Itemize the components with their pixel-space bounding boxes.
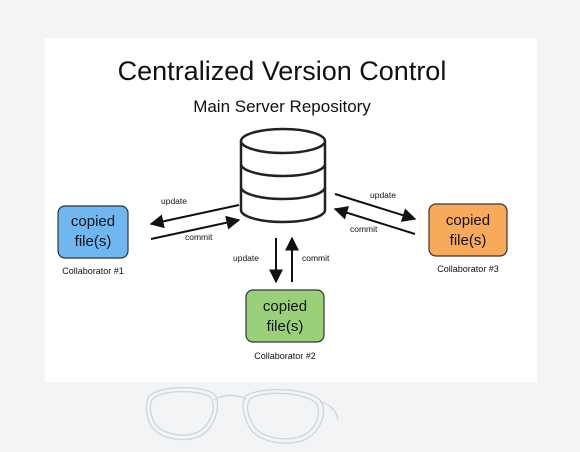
update-arrow-1	[149, 204, 240, 229]
collaborator-2-box-line2: file(s)	[267, 318, 304, 335]
collaborator-2-node: copied file(s) Collaborator #2	[245, 289, 325, 361]
collaborator-3-box	[428, 203, 508, 257]
collaborator-3-node: copied file(s) Collaborator #3	[428, 203, 508, 274]
diagram: Centralized Version Control Main Server …	[57, 56, 508, 361]
collaborator-1-node: copied file(s) Collaborator #1	[57, 205, 129, 276]
database-icon	[239, 127, 327, 224]
collaborator-1-label: Collaborator #1	[62, 266, 124, 276]
diagram-subtitle: Main Server Repository	[193, 97, 371, 116]
commit-label-3: commit	[350, 224, 378, 234]
update-label-1: update	[161, 196, 187, 206]
collaborator-1-box-line2: file(s)	[75, 233, 112, 250]
collaborator-2-box-line1: copied	[263, 298, 307, 315]
diagram-title: Centralized Version Control	[118, 56, 447, 86]
glasses-watermark-icon	[145, 386, 339, 444]
collaborator-3-box-line2: file(s)	[450, 232, 487, 249]
update-label-2: update	[233, 253, 259, 263]
update-label-3: update	[370, 190, 396, 200]
commit-label-2: commit	[302, 253, 330, 263]
collaborator-2-box	[245, 289, 325, 343]
slide: Centralized Version Control Main Server …	[45, 38, 537, 382]
collaborator-1-box	[57, 205, 129, 259]
collaborator-3-label: Collaborator #3	[437, 264, 499, 274]
collaborator-3-box-line1: copied	[446, 212, 490, 229]
commit-label-1: commit	[185, 232, 213, 242]
commit-arrow-1	[150, 215, 241, 240]
commit-arrow-3	[333, 206, 416, 235]
collaborator-1-box-line1: copied	[71, 213, 115, 230]
collaborator-2-label: Collaborator #2	[254, 351, 316, 361]
update-arrow-3	[334, 193, 417, 222]
